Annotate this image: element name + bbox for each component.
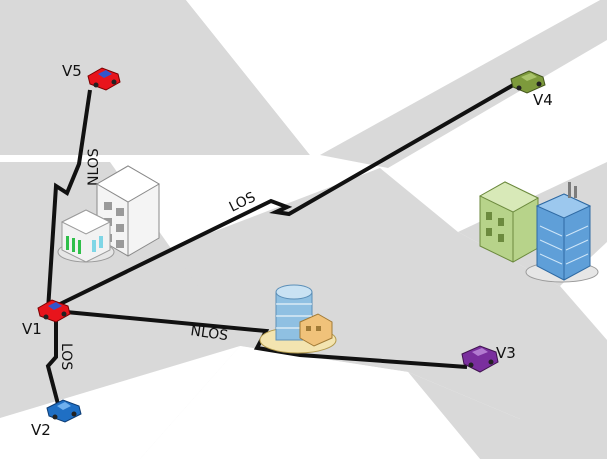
vehicle-label-v3: V3: [496, 344, 516, 362]
link-label-v1-v5: NLOS: [86, 148, 102, 186]
vehicle-v4: V4: [510, 70, 553, 109]
vehicle-label-v1: V1: [22, 320, 42, 338]
car-icon: [461, 345, 499, 373]
office-building-icon: [96, 165, 160, 257]
vehicle-label-v2: V2: [31, 421, 51, 439]
car-icon: [37, 299, 71, 323]
vehicle-label-v4: V4: [533, 91, 553, 109]
road-diagonal-upper-right: [320, 0, 607, 168]
car-icon: [510, 70, 546, 94]
block-bottom-centre: [140, 346, 480, 459]
car-icon: [46, 399, 82, 423]
glass-skyscraper-icon: [525, 182, 599, 283]
buildings: [57, 165, 599, 354]
link-labels: NLOS LOS NLOS LOS: [58, 148, 258, 370]
link-label-v1-v2: LOS: [58, 343, 74, 370]
vehicle-v1: V1: [22, 299, 71, 338]
block-bottom-left: [0, 346, 240, 459]
road-diagonal-upper-left: [0, 0, 310, 155]
car-icon: [87, 67, 121, 91]
hospital-building-icon: [57, 209, 115, 263]
vehicle-v5: V5: [62, 62, 121, 91]
round-tower-icon: [259, 284, 337, 354]
link-v1-v5-nlos: [46, 89, 92, 311]
vehicle-label-v5: V5: [62, 62, 82, 80]
links: [45, 82, 516, 405]
link-v1-v2-los: [45, 316, 60, 405]
block-top: [186, 0, 600, 155]
link-v1-v4-los: [55, 82, 516, 308]
vehicles: V5 V4 V1: [22, 62, 553, 439]
link-label-v1-v3: NLOS: [189, 323, 229, 344]
apartment-building-icon: [478, 181, 540, 263]
vehicle-v3: V3: [461, 344, 516, 373]
vehicle-v2: V2: [31, 399, 82, 439]
road-lower-right: [408, 372, 607, 459]
link-v1-v3-nlos: [65, 310, 468, 369]
